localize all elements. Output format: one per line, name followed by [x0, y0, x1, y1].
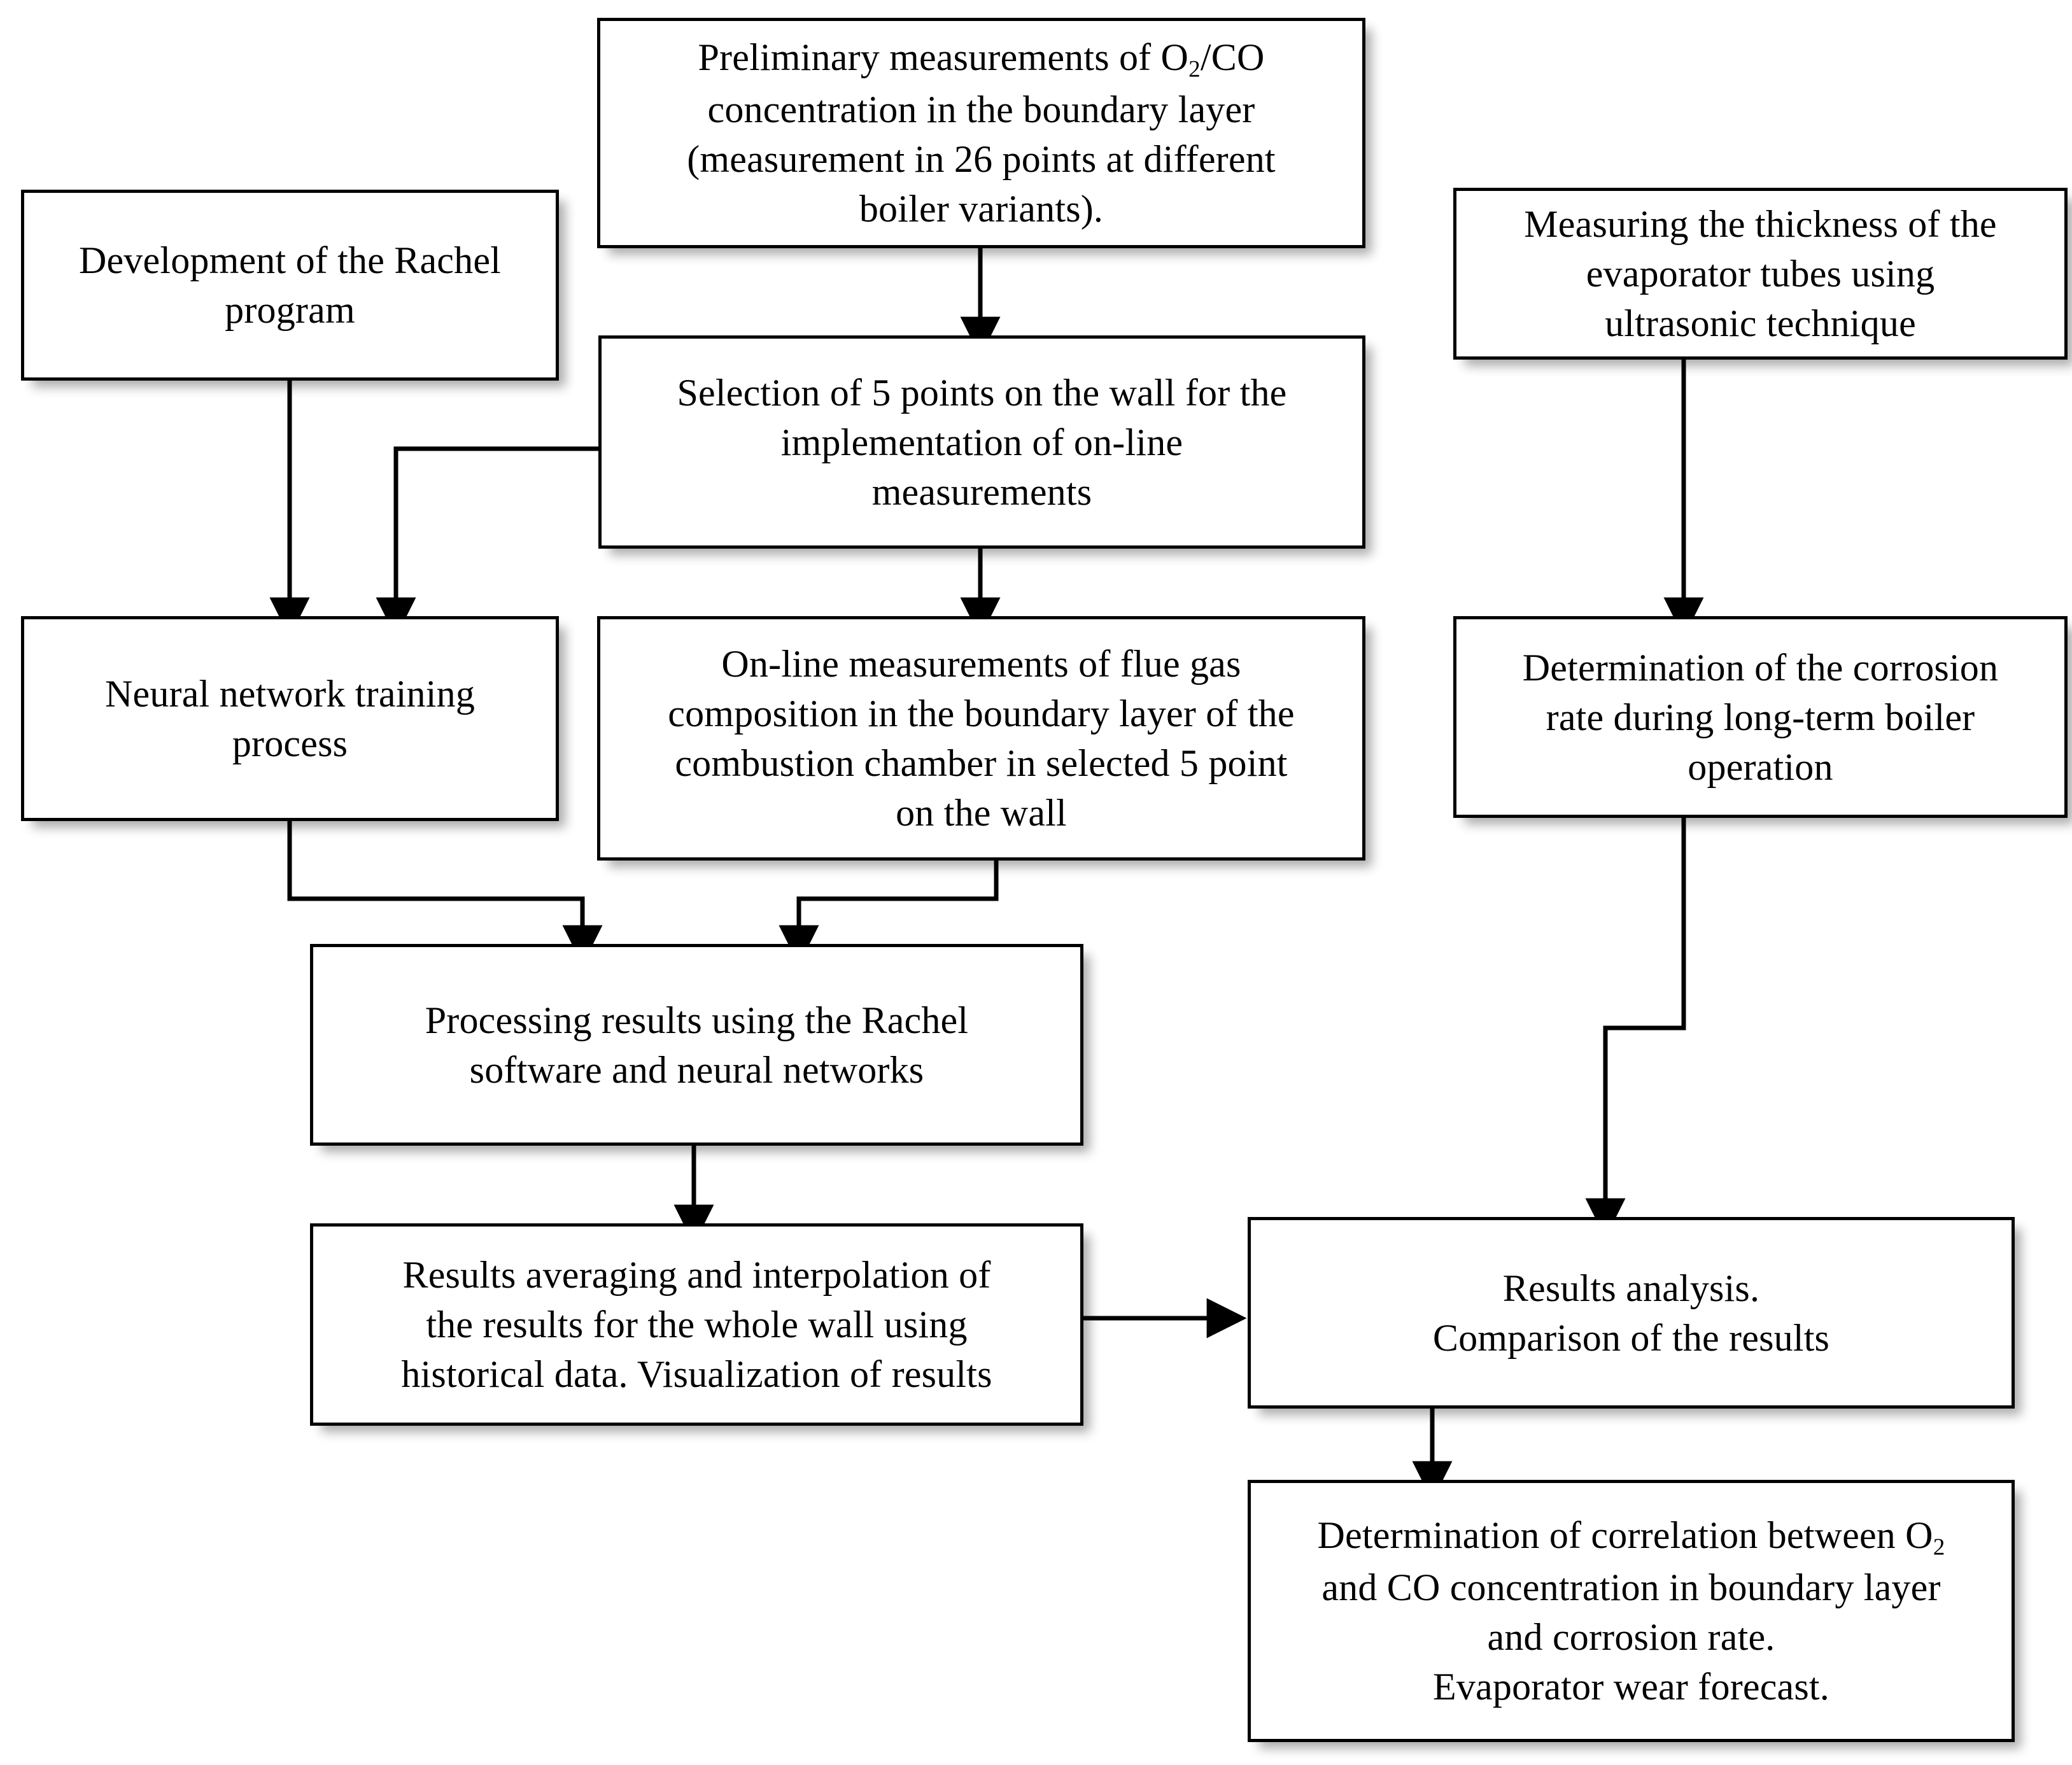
node-development-rachel-label: Development of the Rachel program: [78, 239, 502, 331]
preliminary-rest: concentration in the boundary layer (mea…: [687, 88, 1276, 230]
preliminary-line1: Preliminary measurements of O: [698, 36, 1189, 78]
edge-selection-to-neural: [376, 446, 598, 638]
edge-online-to-processing: [779, 861, 999, 966]
node-preliminary-measurements[interactable]: Preliminary measurements of O2/CO concen…: [597, 18, 1365, 248]
node-online-measurements-label: On-line measurements of flue gas composi…: [668, 643, 1295, 834]
node-preliminary-measurements-label: Preliminary measurements of O2/CO concen…: [600, 32, 1362, 234]
node-measuring-thickness-label: Measuring the thickness of the evaporato…: [1524, 203, 1997, 344]
node-neural-network-training-label: Neural network training process: [104, 673, 476, 764]
node-online-measurements[interactable]: On-line measurements of flue gas composi…: [597, 616, 1365, 861]
node-development-rachel[interactable]: Development of the Rachel program: [21, 190, 559, 381]
node-correlation-determination[interactable]: Determination of correlation between O2 …: [1248, 1480, 2015, 1742]
node-processing-results[interactable]: Processing results using the Rachel soft…: [310, 944, 1083, 1146]
node-correlation-determination-label: Determination of correlation between O2 …: [1251, 1510, 2012, 1712]
node-neural-network-training[interactable]: Neural network training process: [21, 616, 559, 821]
edge-neural-to-processing: [287, 821, 603, 966]
node-results-analysis[interactable]: Results analysis. Comparison of the resu…: [1248, 1217, 2015, 1409]
node-results-averaging[interactable]: Results averaging and interpolation of t…: [310, 1223, 1083, 1426]
node-results-analysis-label: Results analysis. Comparison of the resu…: [1432, 1267, 1830, 1359]
node-selection-5-points[interactable]: Selection of 5 points on the wall for th…: [598, 335, 1365, 549]
node-selection-5-points-label: Selection of 5 points on the wall for th…: [677, 371, 1287, 513]
correlation-line1: Determination of correlation between O: [1317, 1514, 1933, 1556]
node-corrosion-rate-label: Determination of the corrosion rate duri…: [1522, 646, 1999, 788]
node-processing-results-label: Processing results using the Rachel soft…: [425, 999, 969, 1091]
correlation-subscript: 2: [1933, 1534, 1945, 1561]
correlation-rest: and CO concentration in boundary layer a…: [1321, 1566, 1941, 1708]
preliminary-subscript: 2: [1188, 56, 1201, 83]
edge-corrosion-to-analysis: [1585, 818, 1686, 1239]
node-results-averaging-label: Results averaging and interpolation of t…: [401, 1254, 992, 1395]
preliminary-line1b: /CO: [1200, 36, 1265, 78]
node-measuring-thickness[interactable]: Measuring the thickness of the evaporato…: [1453, 188, 2068, 360]
node-corrosion-rate[interactable]: Determination of the corrosion rate duri…: [1453, 616, 2068, 818]
